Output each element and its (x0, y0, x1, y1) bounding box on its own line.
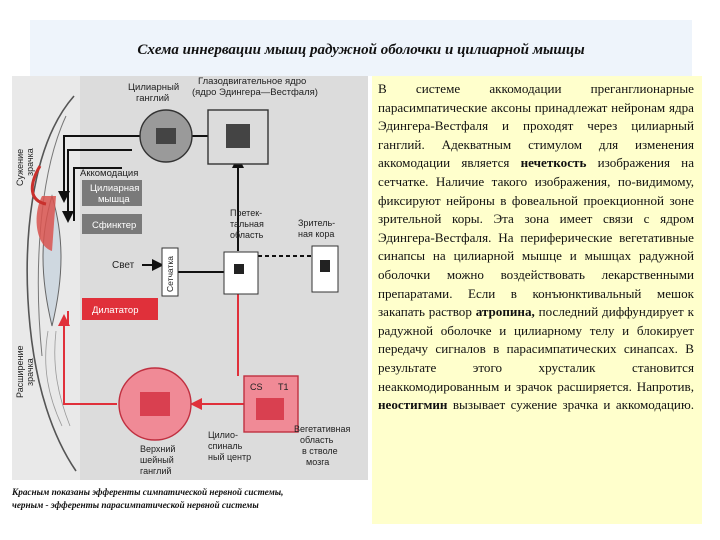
diagram-caption: Красным показаны эфференты симпатической… (12, 486, 368, 512)
ciliospinal-label-1: Цилио- (208, 430, 238, 440)
explanation-paragraph: В системе аккомодации преганглионарные п… (378, 81, 694, 412)
path-ciliary-to-eye (58, 135, 142, 203)
constriction-label-line-1: Сужение (15, 149, 25, 186)
dilator-label: Дилататор (92, 305, 139, 316)
visual-cortex-label-1: Зритель- (298, 218, 335, 228)
ciliary-muscle-label-2: мышца (98, 194, 130, 205)
pretectal-core (234, 264, 244, 274)
path-accommodation (62, 149, 132, 223)
light-label: Свет (112, 260, 135, 271)
spinal-core (256, 398, 284, 420)
visual-cortex-label-2: ная кора (298, 229, 334, 239)
vegetative-label-4: мозга (306, 457, 329, 467)
ciliary-ganglion-label-1: Цилиарный (128, 82, 179, 93)
eye-illustration (26, 95, 77, 472)
vegetative-label-1: Вегетативная (294, 424, 351, 434)
vegetative-label-2: область (300, 435, 334, 445)
retina-box (161, 247, 179, 297)
text-part-2: изображения на сетчатке. Наличие такого … (378, 155, 695, 320)
visual-cortex-core (320, 260, 330, 272)
term-nechetkost: нечеткость (520, 155, 587, 171)
pretectal-label-1: Претек- (230, 208, 262, 218)
sympathetic-pathways (58, 294, 244, 410)
nucleus-label-2: (ядро Эдингера—Вестфаля) (192, 87, 318, 98)
caption-line-2: черным - эфференты парасимпатической нер… (12, 500, 259, 510)
eye-ciliary-red (30, 165, 47, 206)
retina-label: Сетчатка (165, 256, 175, 292)
ciliary-ganglion-core (156, 128, 176, 144)
explanation-text: В системе аккомодации преганглионарные п… (372, 76, 702, 524)
innervation-diagram: Сужение зрачка Расширение зрачка Цилиарн… (12, 76, 368, 480)
path-sphincter (73, 167, 122, 221)
ciliary-ganglion-label-2: ганглий (136, 93, 169, 104)
constriction-label-line-2: зрачка (25, 148, 35, 176)
slide-title: Схема иннервации мышц радужной оболочки … (137, 42, 585, 58)
ciliary-muscle-box (82, 180, 142, 206)
superior-cervical-label-3: ганглий (140, 466, 171, 476)
title-bar: Схема иннервации мышц радужной оболочки … (30, 20, 692, 76)
nucleus-core (226, 124, 250, 148)
sphincter-box (82, 214, 142, 234)
text-part-1: В системе аккомодации преганглионарные п… (378, 81, 694, 171)
accommodation-label: Аккомодация (80, 168, 138, 179)
eye-iris-red (36, 196, 56, 251)
term-neostigmin: неостигмин (378, 397, 448, 413)
eye-fiber-1 (45, 330, 63, 427)
eye-outer-contour (26, 95, 77, 472)
eye-fiber-2 (54, 330, 71, 427)
ciliospinal-label-3: ный центр (208, 452, 251, 462)
superior-cervical-label-2: шейный (140, 455, 174, 465)
dilation-label-line-1: Расширение (15, 346, 25, 398)
cs-label: CS (250, 382, 263, 392)
term-atropin: атропина, (475, 304, 535, 320)
t1-label: T1 (278, 382, 289, 392)
pretectal-label-3: область (230, 230, 264, 240)
path-ganglion-to-eye (58, 314, 117, 405)
text-part-4: вызывает сужение зрачка и аккомодацию. (447, 397, 694, 413)
pretectal-label-2: тальная (230, 219, 264, 229)
ciliary-muscle-label-1: Цилиарная (90, 183, 139, 194)
caption-line-1: Красным показаны эфференты симпатической… (12, 487, 284, 497)
vegetative-label-3: в стволе (302, 446, 338, 456)
sphincter-label: Сфинктер (92, 220, 136, 231)
superior-cervical-label-1: Верхний (140, 444, 175, 454)
superior-cervical-ganglion-core (140, 392, 170, 416)
ciliospinal-label-2: спиналь (208, 441, 243, 451)
dilation-label-line-2: зрачка (25, 358, 35, 386)
dilator-box (82, 298, 158, 320)
text-part-3: последний диффундирует к радужной оболоч… (378, 304, 694, 394)
nucleus-label-1: Глазодвигательное ядро (198, 76, 306, 87)
